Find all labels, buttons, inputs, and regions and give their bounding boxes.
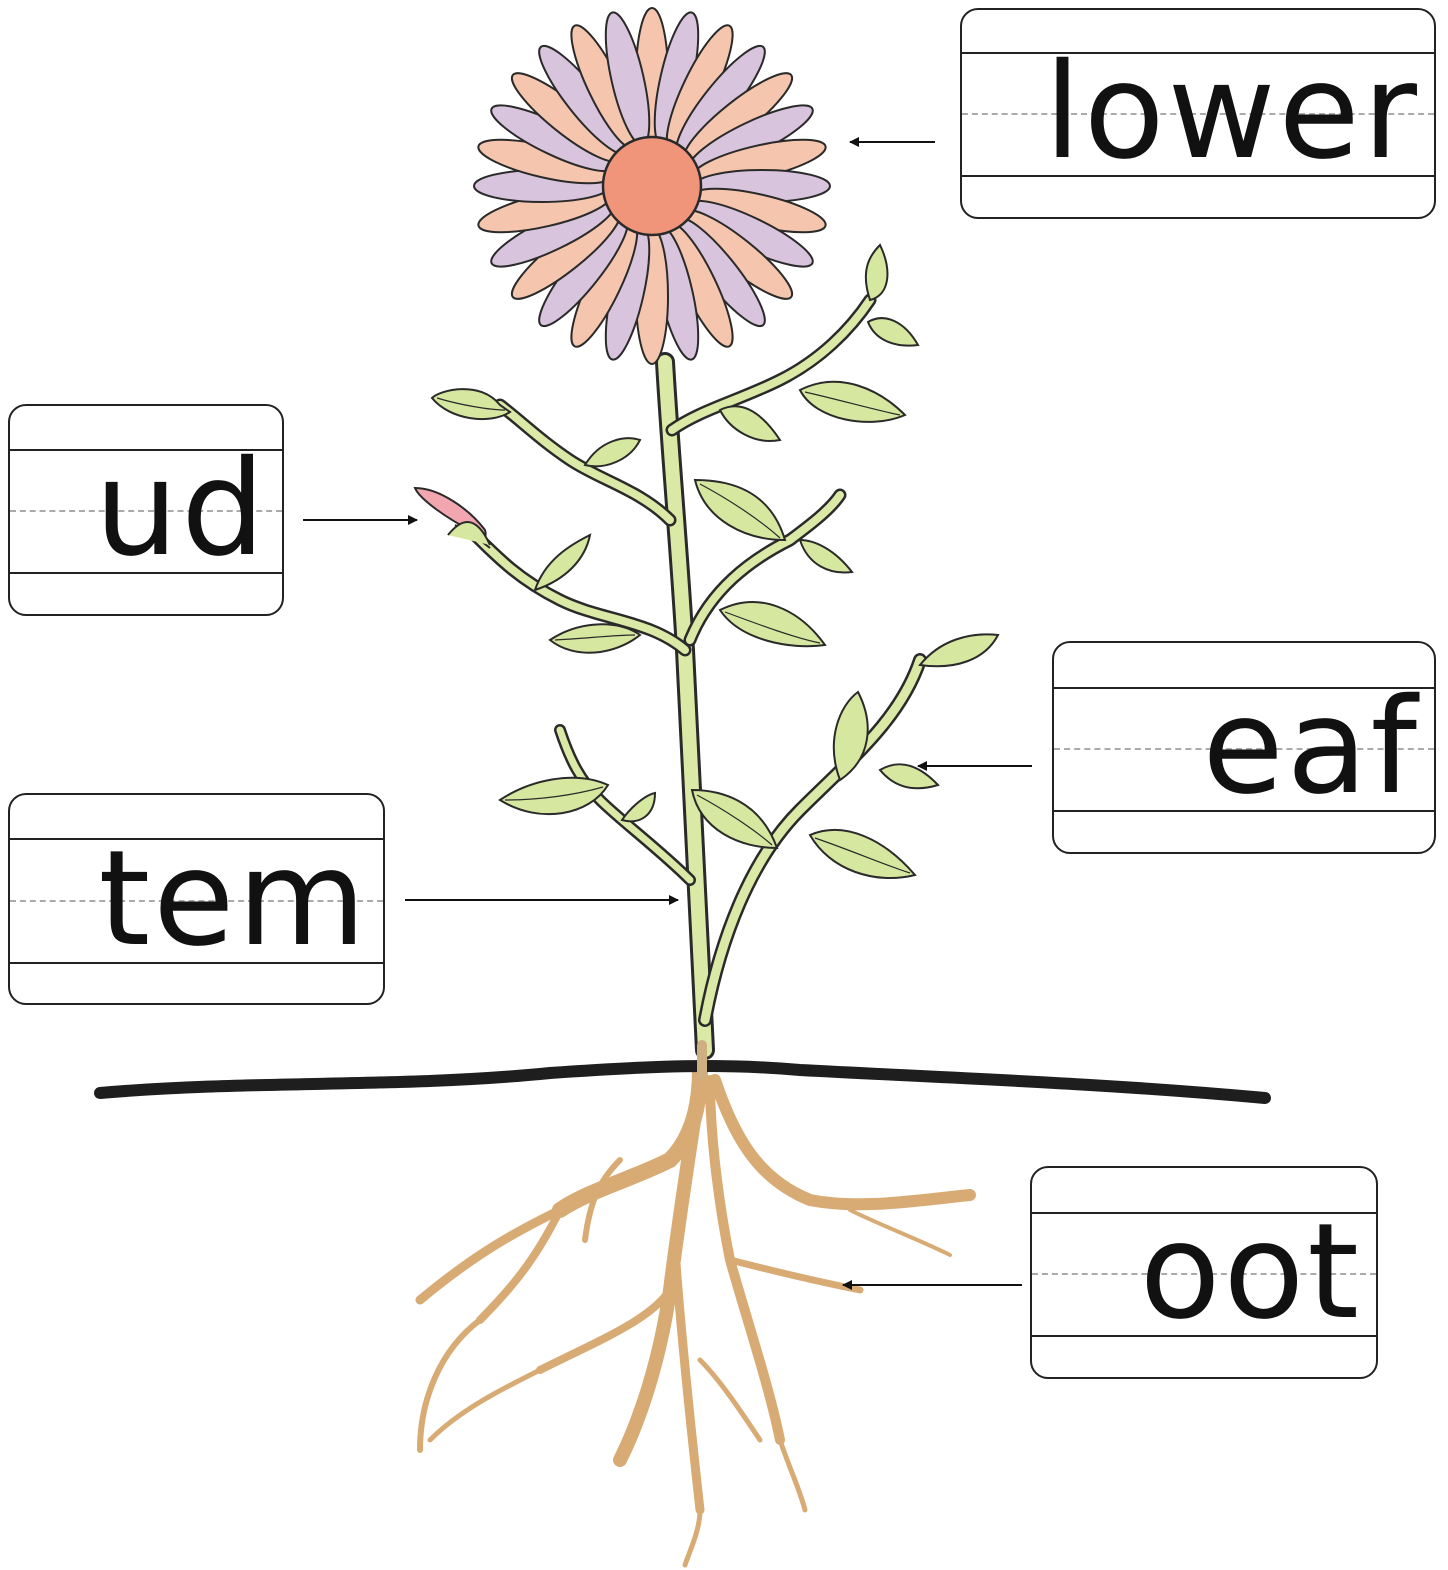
- label-root-text: oot: [1139, 1195, 1362, 1349]
- flower-center: [601, 135, 703, 237]
- stems: [463, 293, 927, 1080]
- writing-line-mid: [962, 113, 1434, 115]
- label-box-leaf: eaf: [1052, 641, 1436, 854]
- label-leaf-text: eaf: [1202, 670, 1420, 824]
- label-box-flower: lower: [960, 8, 1436, 219]
- ground-line: [94, 1060, 1271, 1104]
- writing-line-top: [10, 838, 383, 840]
- writing-line-mid: [10, 510, 282, 512]
- label-box-bud: ud: [8, 404, 284, 616]
- writing-line-mid: [1032, 1273, 1376, 1275]
- label-flower-text: lower: [1044, 35, 1420, 189]
- writing-line-bottom: [10, 962, 383, 964]
- label-stem-text: tem: [98, 822, 369, 976]
- writing-line-mid: [1054, 748, 1434, 750]
- leaf-veins: [436, 391, 911, 874]
- label-box-stem: tem: [8, 793, 385, 1005]
- writing-line-top: [962, 52, 1434, 54]
- writing-line-bottom: [962, 175, 1434, 177]
- label-bud-text: ud: [94, 432, 268, 586]
- flower-head: [473, 7, 831, 365]
- writing-line-mid: [10, 900, 383, 902]
- flower-bud: [413, 486, 491, 549]
- writing-line-bottom: [1032, 1335, 1376, 1337]
- writing-line-top: [1054, 687, 1434, 689]
- writing-line-top: [1032, 1212, 1376, 1214]
- writing-line-top: [10, 449, 282, 451]
- label-box-root: oot: [1030, 1166, 1378, 1379]
- roots: [415, 1062, 976, 1568]
- writing-line-bottom: [1054, 810, 1434, 812]
- writing-line-bottom: [10, 572, 282, 574]
